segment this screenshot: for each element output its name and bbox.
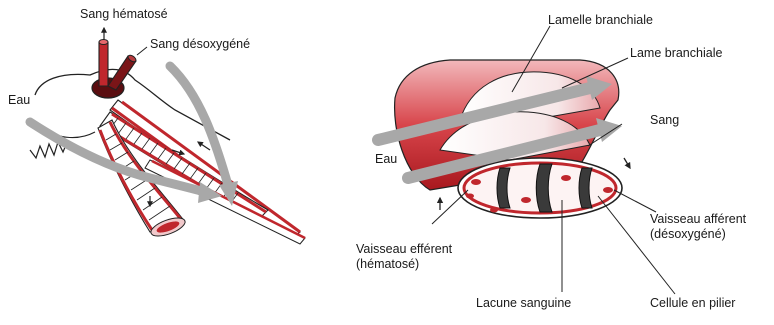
label-blood: Sang — [650, 113, 679, 128]
label-branchial-blade: Lame branchiale — [630, 46, 722, 61]
afferent-flow-arrow — [624, 158, 630, 168]
label-branchial-lamella: Lamelle branchiale — [548, 13, 653, 28]
deoxygenated-pointer — [137, 47, 147, 55]
left-gill-filament-diagram — [30, 28, 305, 244]
label-afferent-vessel: Vaisseau afférent (désoxygéné) — [650, 212, 746, 242]
oxygenated-vessel — [99, 42, 108, 86]
label-deoxygenated-blood: Sang désoxygéné — [150, 37, 250, 52]
lamella-cross-section — [458, 158, 622, 218]
label-afferent-vessel-line1: Vaisseau afférent — [650, 212, 746, 227]
leader-pillar-cell — [598, 196, 675, 294]
label-efferent-vessel-line2: (hématosé) — [356, 257, 452, 272]
label-blood-lacuna: Lacune sanguine — [476, 296, 571, 311]
label-oxygenated-blood: Sang hématosé — [80, 7, 168, 22]
label-efferent-vessel: Vaisseau efférent (hématosé) — [356, 242, 452, 272]
label-water-right: Eau — [375, 152, 397, 167]
leader-efferent-vessel — [432, 190, 468, 224]
label-efferent-vessel-line1: Vaisseau efférent — [356, 242, 452, 257]
filament-flow-arrow — [198, 142, 210, 150]
leader-afferent-vessel — [614, 190, 656, 212]
label-pillar-cell: Cellule en pilier — [650, 296, 735, 311]
label-afferent-vessel-line2: (désoxygéné) — [650, 227, 746, 242]
label-water-left: Eau — [8, 93, 30, 108]
